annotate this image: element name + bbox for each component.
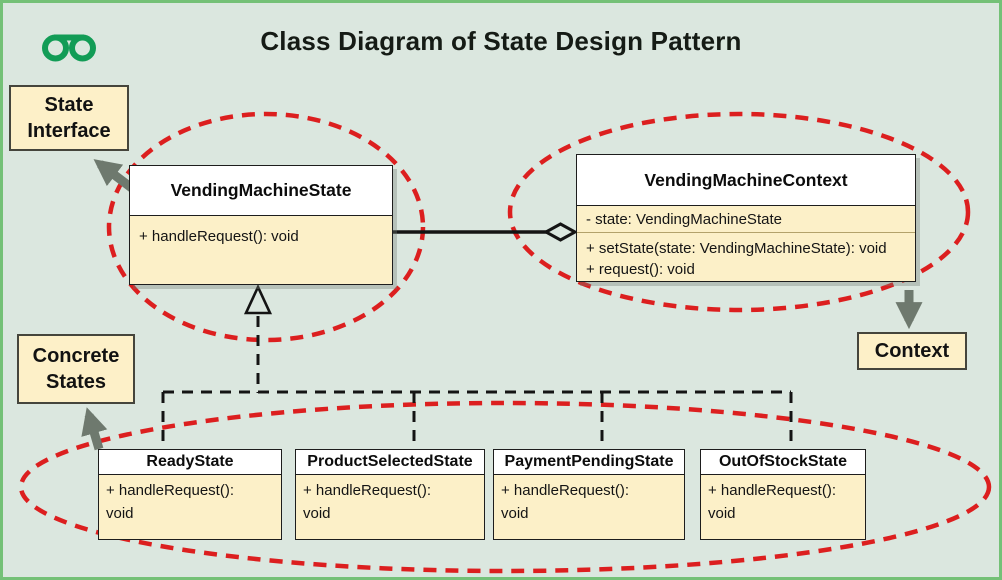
method-text: + handleRequest(): void — [139, 228, 299, 245]
class-methods: + setState(state: VendingMachineState): … — [577, 233, 915, 287]
method-text: + setState(state: VendingMachineState): … — [586, 240, 887, 257]
inheritance-triangle-icon — [243, 283, 273, 315]
class-box-paymentpendingstate: PaymentPendingState + handleRequest(): v… — [493, 449, 685, 540]
class-name: PaymentPendingState — [494, 450, 684, 475]
concrete-states-label: Concrete States — [17, 334, 135, 404]
context-label-text: Context — [874, 339, 950, 362]
aggregation-diamond-icon — [542, 222, 579, 242]
method-text: + handleRequest(): void — [106, 482, 234, 522]
concrete-states-pointer-arrow-icon — [81, 407, 108, 451]
page-title: Class Diagram of State Design Pattern — [260, 26, 742, 56]
concrete-states-highlight-ellipse — [18, 400, 992, 574]
class-box-vendingmachinestate: VendingMachineState + handleRequest(): v… — [129, 165, 393, 285]
class-attributes: - state: VendingMachineState — [577, 206, 915, 233]
class-methods: + handleRequest(): void — [130, 216, 392, 254]
class-name: OutOfStockState — [701, 450, 865, 475]
context-label: Context — [857, 332, 967, 370]
class-box-vendingmachinecontext: VendingMachineContext - state: VendingMa… — [576, 154, 916, 282]
method-text: + handleRequest(): void — [303, 482, 431, 522]
state-interface-highlight-ellipse — [106, 111, 426, 343]
geeksforgeeks-logo-icon — [42, 34, 96, 62]
class-name: ReadyState — [99, 450, 281, 475]
method-text: + handleRequest(): void — [501, 482, 629, 522]
method-text: + handleRequest(): void — [708, 482, 836, 522]
concrete-states-label-text: Concrete States — [32, 345, 120, 393]
class-methods: + handleRequest(): void — [296, 475, 484, 530]
method-text: + request(): void — [586, 261, 695, 278]
class-name: VendingMachineContext — [577, 155, 915, 206]
state-interface-label-text: State Interface — [27, 94, 111, 142]
class-box-outofstockstate: OutOfStockState + handleRequest(): void — [700, 449, 866, 540]
class-box-readystate: ReadyState + handleRequest(): void — [98, 449, 282, 540]
class-methods: + handleRequest(): void — [494, 475, 684, 530]
state-interface-label: State Interface — [9, 85, 129, 151]
diagram-connector-layer — [18, 111, 992, 574]
context-highlight-ellipse — [507, 111, 971, 313]
class-box-productselectedstate: ProductSelectedState + handleRequest(): … — [295, 449, 485, 540]
class-name: VendingMachineState — [130, 166, 392, 216]
attribute-text: - state: VendingMachineState — [586, 210, 782, 228]
class-methods: + handleRequest(): void — [701, 475, 865, 530]
class-methods: + handleRequest(): void — [99, 475, 281, 530]
class-name: ProductSelectedState — [296, 450, 484, 475]
